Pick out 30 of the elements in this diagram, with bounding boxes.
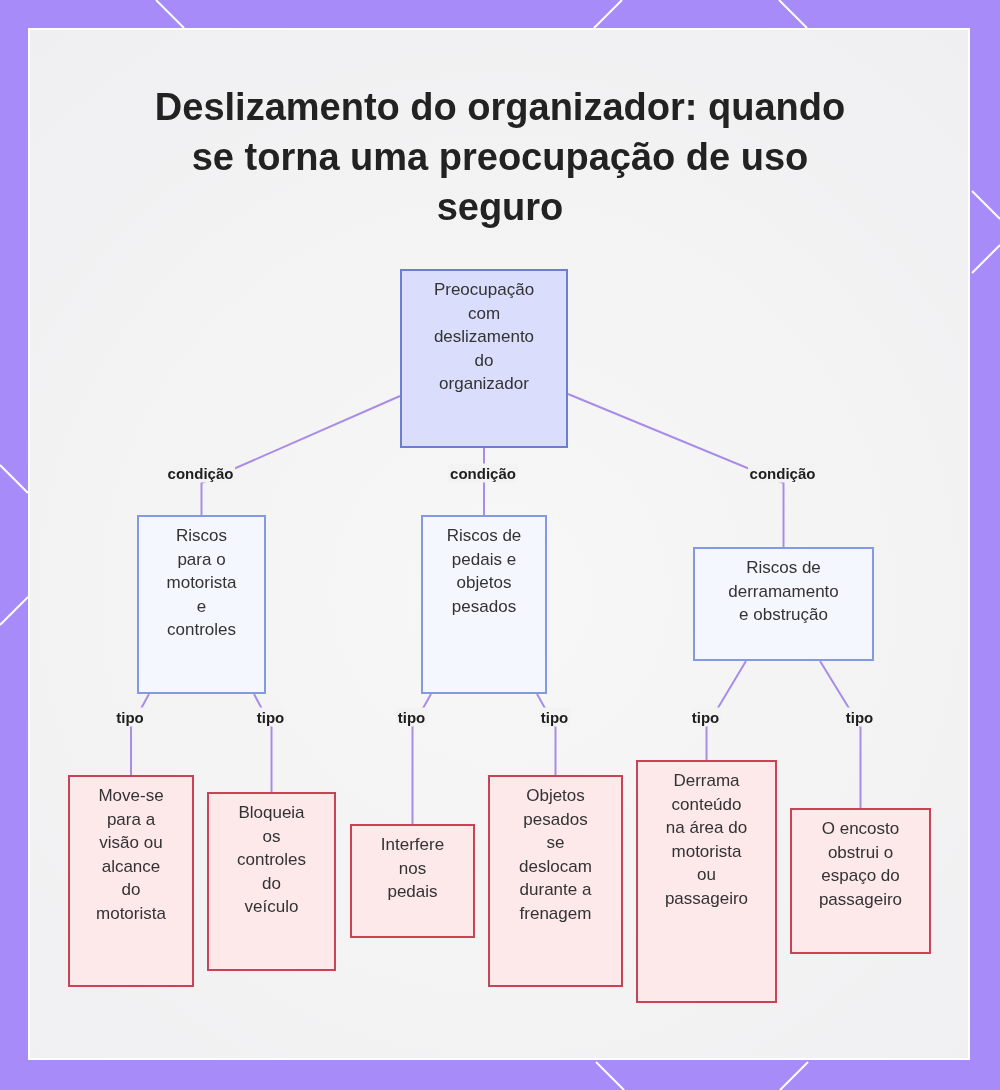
node-text: Bloqueia os controles do veículo bbox=[236, 802, 307, 918]
edge-label: tipo bbox=[843, 707, 876, 727]
edge-label: tipo bbox=[254, 707, 287, 727]
node-text: Move-se para a visão ou alcance do motorista bbox=[95, 785, 167, 925]
edge-label: tipo bbox=[395, 707, 428, 727]
node-text: Riscos de derramamento e obstrução bbox=[727, 557, 840, 626]
item-box bbox=[350, 824, 475, 938]
node-text: Riscos de pedais e objetos pesados bbox=[445, 525, 523, 618]
edge-label: tipo bbox=[689, 707, 722, 727]
category-box bbox=[693, 547, 874, 661]
category-box bbox=[137, 515, 266, 694]
connector-line bbox=[567, 393, 785, 548]
edge-label: tipo bbox=[538, 707, 571, 727]
item-box bbox=[636, 760, 777, 1003]
item-box bbox=[488, 775, 623, 987]
item-box bbox=[68, 775, 194, 987]
item-box bbox=[207, 792, 336, 971]
topic-box bbox=[400, 269, 568, 448]
diagram-title: Deslizamento do organizador: quando se torna uma preocupação de uso seguro bbox=[153, 85, 847, 230]
edge-label: tipo bbox=[114, 707, 146, 727]
edge-label: condição bbox=[448, 463, 518, 483]
category-box bbox=[421, 515, 547, 694]
node-text: Riscos para o motorista e controles bbox=[165, 525, 238, 641]
node-text: Derrama conteúdo na área do motorista ou passageiro bbox=[663, 770, 750, 910]
item-box bbox=[790, 808, 931, 954]
node-text: Preocupação com deslizamento do organizador bbox=[432, 279, 536, 395]
connector-line bbox=[819, 660, 862, 809]
node-text: Interfere nos pedais bbox=[379, 834, 446, 903]
node-text: O encosto obstrui o espaço do passageiro bbox=[817, 818, 904, 911]
node-text: Objetos pesados se deslocam durante a frenagem bbox=[518, 785, 593, 925]
